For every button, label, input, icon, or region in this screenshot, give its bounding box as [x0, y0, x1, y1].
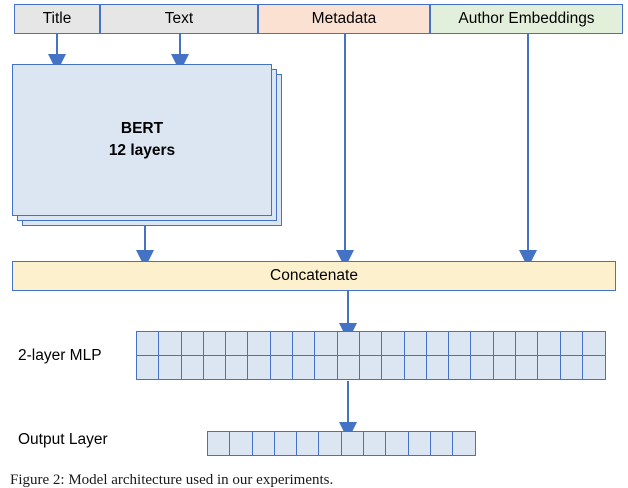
neuron-cell [407, 431, 432, 456]
neuron-cell [381, 331, 405, 356]
neuron-cell [273, 431, 298, 456]
output-layer-row-label: Output Layer [18, 431, 108, 448]
neuron-cell [559, 354, 584, 380]
neuron-row [136, 331, 606, 356]
neuron-cell [225, 354, 249, 380]
concatenate-label: Concatenate [270, 267, 358, 285]
neuron-cell [470, 331, 495, 356]
input-box-text-label: Text [164, 10, 194, 28]
neuron-cell [180, 354, 205, 380]
neuron-cell [448, 354, 472, 380]
input-box-author-embeddings[interactable]: Author Embeddings [430, 4, 623, 34]
input-box-metadata-label: Metadata [311, 10, 377, 28]
neuron-cell [180, 331, 205, 356]
input-box-metadata[interactable]: Metadata [258, 4, 430, 34]
neuron-cell [292, 354, 316, 380]
neuron-cell [340, 431, 365, 456]
bert-stack-layer-front[interactable]: BERT 12 layers [12, 64, 272, 216]
neuron-cell [385, 431, 409, 456]
neuron-cell [225, 331, 249, 356]
output-neuron-grid [207, 431, 476, 456]
mlp-neuron-grid [136, 331, 606, 380]
neuron-cell [358, 331, 383, 356]
neuron-cell [251, 431, 276, 456]
neuron-cell [492, 354, 517, 380]
input-box-title[interactable]: Title [14, 4, 100, 34]
neuron-cell [492, 331, 517, 356]
bert-name-label: BERT [120, 119, 164, 137]
neuron-cell [537, 354, 561, 380]
bert-depth-label: 12 layers [108, 142, 176, 159]
neuron-cell [269, 331, 294, 356]
neuron-cell [229, 431, 253, 456]
neuron-cell [158, 354, 182, 380]
neuron-cell [269, 354, 294, 380]
neuron-row [207, 431, 476, 456]
neuron-cell [292, 331, 316, 356]
neuron-cell [381, 354, 405, 380]
neuron-cell [336, 331, 361, 356]
neuron-cell [296, 431, 320, 456]
neuron-cell [515, 331, 539, 356]
neuron-cell [425, 331, 450, 356]
neuron-cell [448, 331, 472, 356]
neuron-cell [247, 331, 272, 356]
neuron-cell [202, 331, 227, 356]
neuron-row [136, 354, 606, 380]
neuron-cell [515, 354, 539, 380]
neuron-cell [136, 331, 160, 356]
neuron-cell [559, 331, 584, 356]
neuron-cell [429, 431, 454, 456]
neuron-cell [425, 354, 450, 380]
neuron-cell [403, 331, 428, 356]
input-box-text[interactable]: Text [100, 4, 258, 34]
bert-encoder-stack[interactable]: BERT 12 layers [12, 64, 282, 226]
figure-caption: Figure 2: Model architecture used in our… [10, 472, 334, 488]
neuron-cell [207, 431, 231, 456]
neuron-cell [403, 354, 428, 380]
input-box-title-label: Title [42, 10, 72, 28]
input-box-author-embeddings-label: Author Embeddings [458, 10, 595, 28]
neuron-cell [314, 354, 338, 380]
neuron-cell [314, 331, 338, 356]
neuron-cell [247, 354, 272, 380]
concatenate-bar[interactable]: Concatenate [12, 261, 616, 291]
neuron-cell [136, 354, 160, 380]
neuron-cell [581, 331, 606, 356]
neuron-cell [470, 354, 495, 380]
neuron-cell [363, 431, 387, 456]
mlp-row-label: 2-layer MLP [18, 347, 102, 364]
neuron-cell [158, 331, 182, 356]
neuron-cell [336, 354, 361, 380]
neuron-cell [581, 354, 606, 380]
neuron-cell [537, 331, 561, 356]
neuron-cell [358, 354, 383, 380]
neuron-cell [452, 431, 476, 456]
neuron-cell [318, 431, 343, 456]
neuron-cell [202, 354, 227, 380]
